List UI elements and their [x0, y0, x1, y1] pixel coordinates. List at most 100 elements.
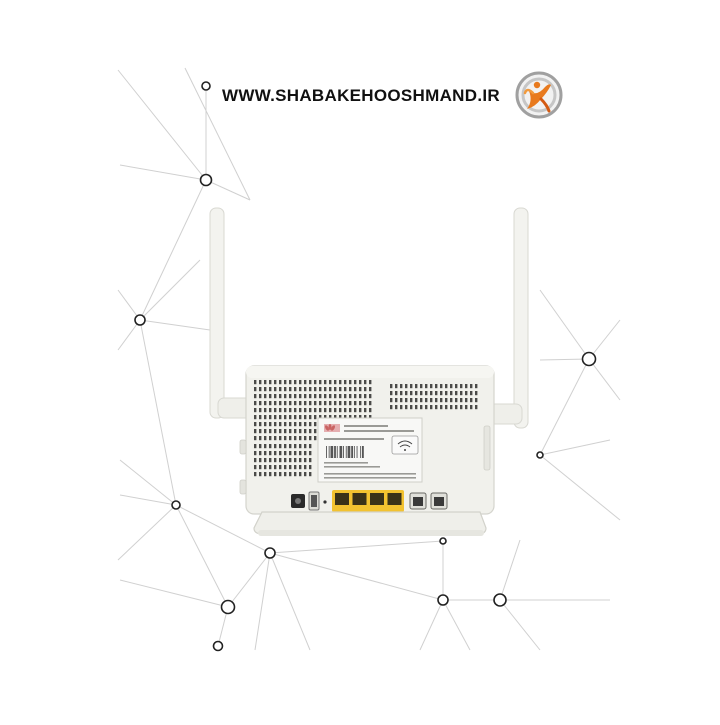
vent-slot [304, 387, 307, 392]
vent-slot [364, 394, 367, 399]
vent-slot [415, 391, 418, 396]
vent-slot [269, 401, 272, 406]
vent-slot [274, 415, 277, 420]
vent-slot [294, 401, 297, 406]
vent-slot [420, 405, 423, 410]
barcode-bar [362, 446, 364, 458]
vent-slot [304, 380, 307, 385]
vent-slot [430, 391, 433, 396]
vent-slot [254, 429, 257, 434]
vent-slot [329, 401, 332, 406]
vent-slot [269, 465, 272, 470]
barcode-bar [347, 446, 351, 458]
vent-slot [445, 391, 448, 396]
vent-slot [354, 387, 357, 392]
vent-slot [405, 384, 408, 389]
vent-slot [465, 384, 468, 389]
barcode-bar [334, 446, 336, 458]
vent-slot [425, 398, 428, 403]
vent-slot [284, 422, 287, 427]
vent-slot [455, 384, 458, 389]
vent-slot [309, 458, 312, 463]
vent-slot [289, 458, 292, 463]
vent-slot [349, 380, 352, 385]
vent-slot [390, 398, 393, 403]
vent-slot [309, 465, 312, 470]
vent-slot [329, 387, 332, 392]
wifi-icon [391, 435, 419, 455]
vent-slot [359, 415, 362, 420]
vent-slot [369, 408, 372, 413]
barcode-bar [339, 446, 343, 458]
vent-slot [314, 429, 317, 434]
vent-slot [359, 380, 362, 385]
vent-slot [254, 451, 257, 456]
vent-slot [304, 401, 307, 406]
vent-slot [309, 436, 312, 441]
vent-slot [309, 422, 312, 427]
vent-slot [470, 384, 473, 389]
vent-slot [289, 436, 292, 441]
vent-slot [274, 429, 277, 434]
vent-slot [269, 472, 272, 477]
vent-slot [284, 458, 287, 463]
vent-slot [299, 451, 302, 456]
vent-slot [309, 472, 312, 477]
vent-slot [269, 408, 272, 413]
barcode-bar [353, 446, 355, 458]
vent-slot [264, 472, 267, 477]
vent-slot [339, 387, 342, 392]
ventilation-grille [254, 444, 312, 477]
vent-slot [309, 444, 312, 449]
vent-slot [299, 436, 302, 441]
vent-slot [339, 408, 342, 413]
side-indicator [483, 425, 491, 471]
vent-slot [284, 436, 287, 441]
vent-slot [304, 429, 307, 434]
vent-slot [364, 387, 367, 392]
vent-slot [269, 436, 272, 441]
vent-slot [264, 387, 267, 392]
vent-slot [410, 398, 413, 403]
vent-slot [324, 387, 327, 392]
vent-slot [319, 408, 322, 413]
vent-slot [264, 444, 267, 449]
vent-slot [274, 408, 277, 413]
vent-slot [354, 415, 357, 420]
vent-slot [254, 387, 257, 392]
vent-slot [319, 387, 322, 392]
vent-slot [405, 391, 408, 396]
vent-slot [279, 458, 282, 463]
vent-slot [319, 380, 322, 385]
vent-slot [415, 384, 418, 389]
vent-slot [274, 451, 277, 456]
vent-slot [324, 401, 327, 406]
vent-slot [259, 394, 262, 399]
vent-slot [309, 451, 312, 456]
vent-slot [470, 398, 473, 403]
vent-slot [284, 429, 287, 434]
vent-slot [460, 398, 463, 403]
vent-slot [369, 387, 372, 392]
vent-slot [395, 405, 398, 410]
vent-slot [364, 380, 367, 385]
vent-slot [274, 458, 277, 463]
vent-slot [269, 387, 272, 392]
vent-slot [259, 408, 262, 413]
vent-slot [279, 465, 282, 470]
vent-slot [294, 394, 297, 399]
vent-slot [455, 391, 458, 396]
vent-slot [420, 398, 423, 403]
vent-slot [329, 380, 332, 385]
vent-slot [450, 391, 453, 396]
vent-slot [304, 451, 307, 456]
vent-slot [309, 429, 312, 434]
vent-slot [354, 408, 357, 413]
vent-slot [279, 451, 282, 456]
vent-slot [435, 384, 438, 389]
vent-slot [259, 458, 262, 463]
vent-slot [314, 436, 317, 441]
vent-slot [359, 408, 362, 413]
vent-slot [405, 398, 408, 403]
vent-slot [460, 391, 463, 396]
